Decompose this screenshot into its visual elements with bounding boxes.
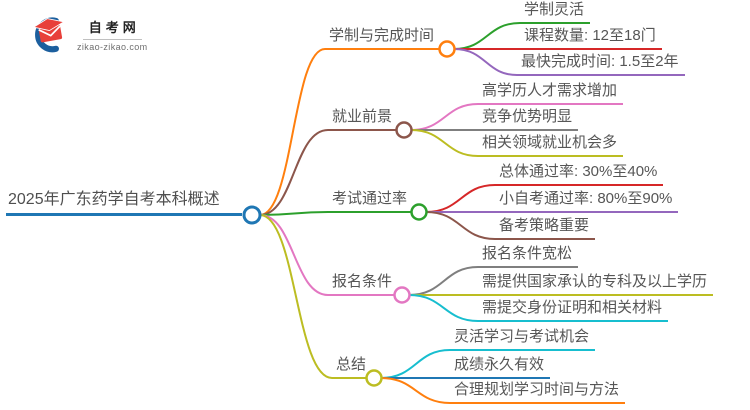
child-node-label: 合理规划学习时间与方法 xyxy=(450,381,626,404)
branch-toggle-circle[interactable] xyxy=(393,286,411,304)
child-node-label: 备考策略重要 xyxy=(495,217,596,240)
branch-link xyxy=(380,349,451,379)
child-node-label: 总体通过率: 30%至40% xyxy=(495,163,664,186)
branch-toggle-circle[interactable] xyxy=(438,40,456,58)
branch-toggle-circle[interactable] xyxy=(365,369,383,387)
branch-link xyxy=(408,294,479,322)
branch-link xyxy=(410,129,479,157)
root-node-label: 2025年广东药学自考本科概述 xyxy=(6,190,242,216)
branch-link xyxy=(259,214,333,379)
child-node-label: 相关领域就业机会多 xyxy=(478,134,624,157)
branch-link xyxy=(259,214,329,296)
branch-link xyxy=(259,48,326,216)
branch-link xyxy=(453,48,518,76)
branch-link xyxy=(259,129,329,216)
child-node-label: 小自考通过率: 80%至90% xyxy=(495,190,679,213)
branch-node-label: 报名条件 xyxy=(328,273,395,296)
branch-link xyxy=(425,184,496,213)
branch-link xyxy=(410,103,479,131)
logo-domain: zikao-zikao.com xyxy=(77,41,148,52)
child-node-label: 学制灵活 xyxy=(520,1,591,24)
site-logo: 自考网 zikao-zikao.com xyxy=(28,14,148,54)
branch-toggle-circle[interactable] xyxy=(410,203,428,221)
branch-node-label: 学制与完成时间 xyxy=(325,27,440,50)
logo-title: 自考网 xyxy=(82,17,142,40)
logo-text-block: 自考网 zikao-zikao.com xyxy=(77,17,148,52)
branch-link xyxy=(259,211,329,216)
child-node-label: 成绩永久有效 xyxy=(450,356,551,379)
branch-node-label: 就业前景 xyxy=(328,108,397,131)
child-node-label: 课程数量: 12至18门 xyxy=(520,27,662,50)
child-node-label: 需提供国家承认的专科及以上学历 xyxy=(478,273,714,296)
branch-link xyxy=(408,266,479,296)
branch-node-label: 考试通过率 xyxy=(328,190,412,213)
child-node-label: 竞争优势明显 xyxy=(478,108,579,131)
branch-node-label: 总结 xyxy=(332,356,367,379)
graduation-cap-icon xyxy=(32,17,65,53)
root-toggle-circle[interactable] xyxy=(242,205,262,225)
branch-toggle-circle[interactable] xyxy=(395,121,413,139)
logo-cap-board xyxy=(32,18,65,32)
branch-link xyxy=(425,211,496,240)
child-node-label: 最快完成时间: 1.5至2年 xyxy=(517,53,685,76)
child-node-label: 灵活学习与考试机会 xyxy=(450,328,596,351)
branch-link xyxy=(380,377,451,404)
child-node-label: 需提交身份证明和相关材料 xyxy=(478,299,669,322)
child-node-label: 高学历人才需求增加 xyxy=(478,82,624,105)
logo-cap-fold xyxy=(38,25,61,37)
child-node-label: 报名条件宽松 xyxy=(478,245,579,268)
branch-link xyxy=(453,22,521,50)
